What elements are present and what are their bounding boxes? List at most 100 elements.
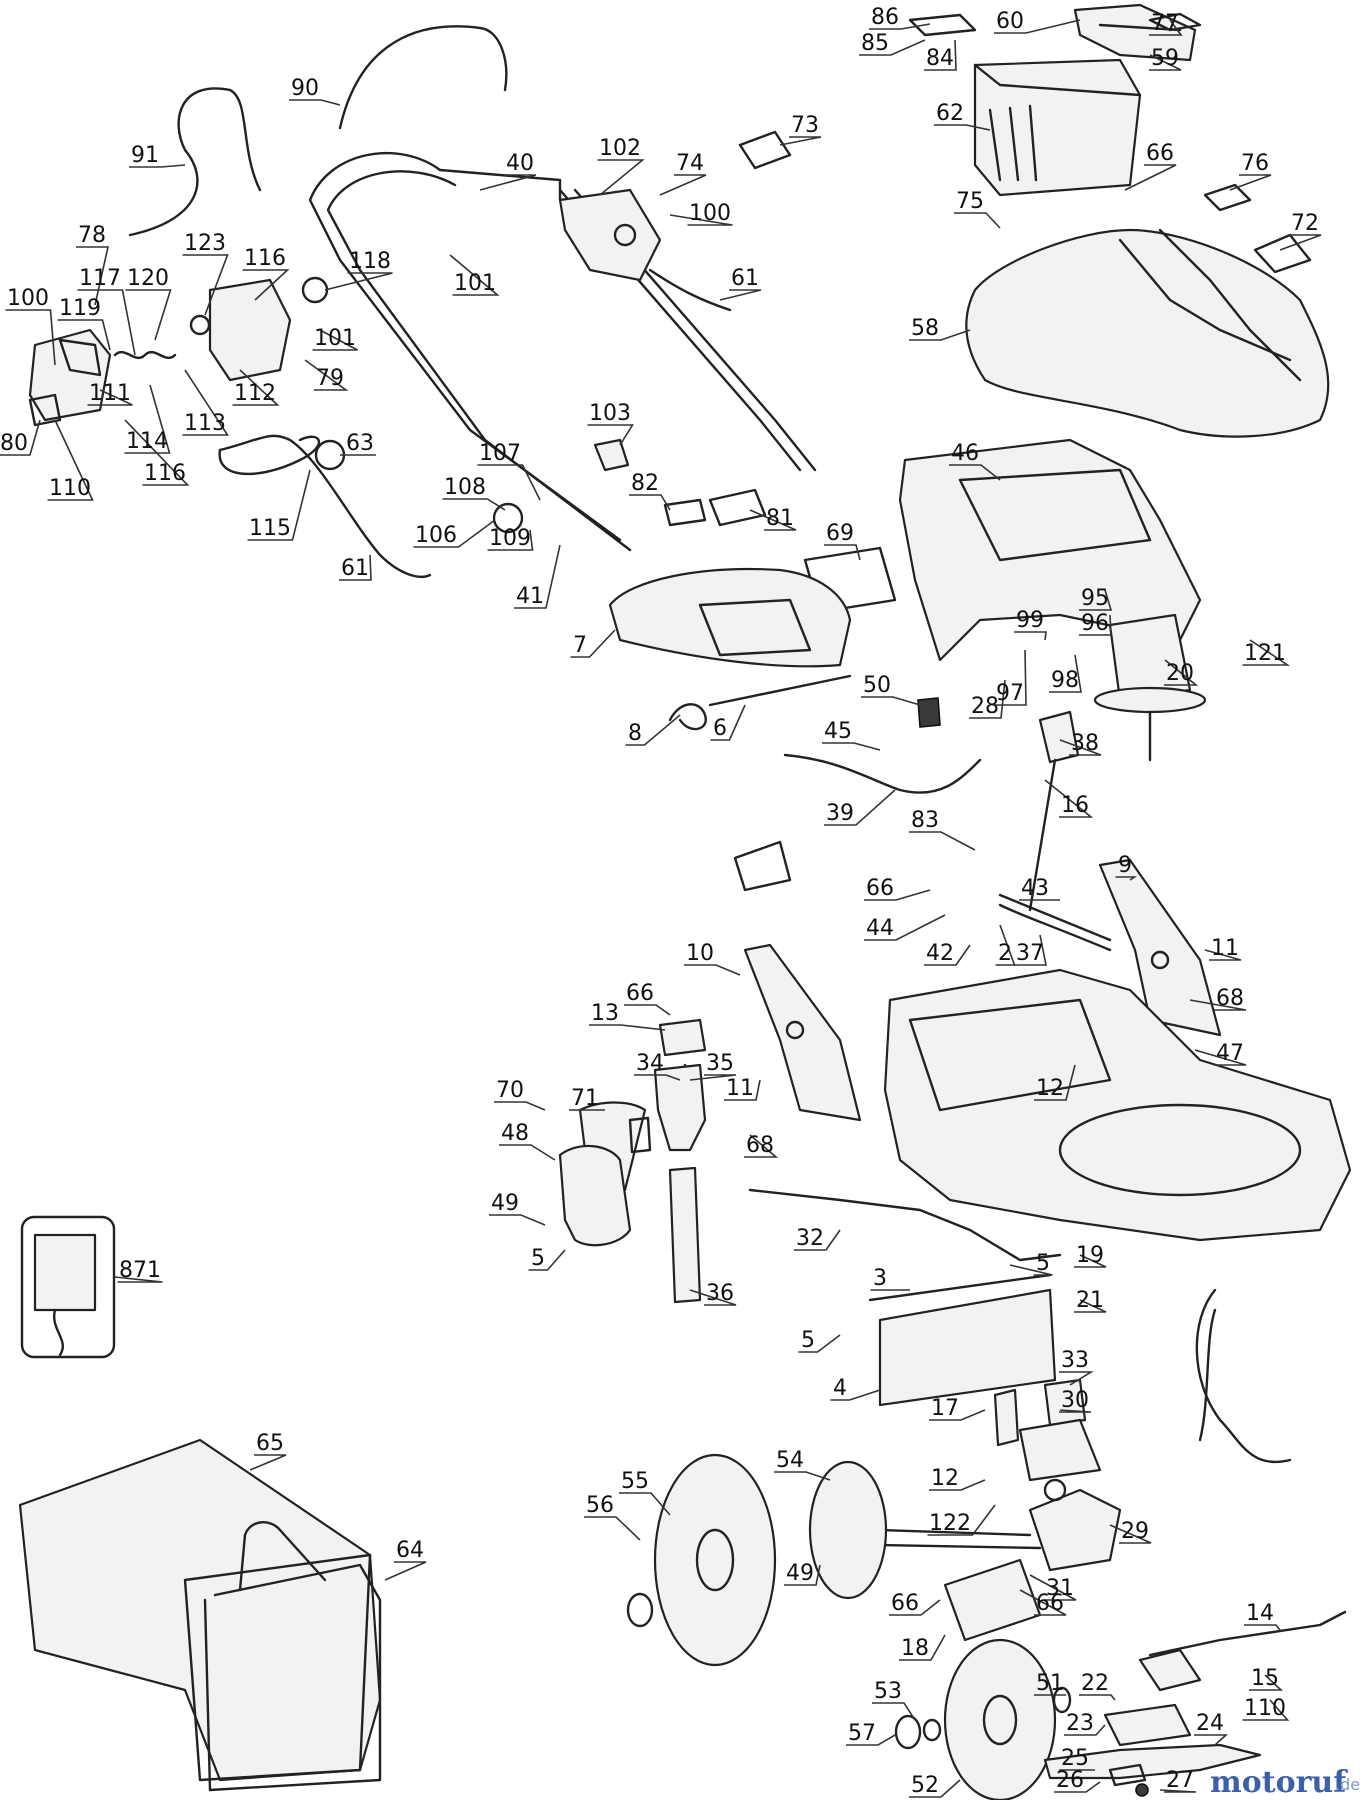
callout-label: 56 [586,1493,614,1518]
callout-label: 74 [676,151,704,176]
battery-ribs [988,104,1038,182]
charger-871 [33,1233,97,1312]
callout-leader [719,289,762,301]
callout-leader [1279,234,1322,251]
callout-label: 41 [516,584,544,609]
callout-leader [861,696,921,706]
battery-top [973,63,1142,97]
callout-label: 5 [1036,1251,1050,1276]
bolt-118 [301,276,329,304]
callout-label: 23 [1066,1711,1094,1736]
callout-label: 118 [349,249,391,274]
callout-leader [909,831,976,851]
callout-label: 65 [256,1431,284,1456]
callout-label: 61 [341,556,369,581]
bushing-63 [314,439,346,471]
flap-4 [878,1288,1057,1407]
callout-label: 11 [1211,936,1239,961]
spring-119 [113,350,177,360]
callout-leader [899,1634,946,1661]
callout-leader [629,494,671,511]
callout-leader [1019,1589,1067,1616]
callout-leader [1079,614,1112,636]
callout-label: 99 [1016,608,1044,633]
callout-label: 18 [901,1636,929,1661]
callout-label: 100 [7,286,49,311]
callout-leader [909,1779,961,1798]
callout-leader [242,269,290,301]
callout-label: 91 [131,143,159,168]
callout-label: 95 [1081,586,1109,611]
callout-leader [710,704,746,741]
top-cover-housing [965,228,1330,438]
nut-26 [1135,1783,1149,1797]
switch-box [558,188,662,282]
callout-label: 24 [1196,1711,1224,1736]
callout-leader [1014,631,1047,641]
callout-label: 35 [706,1051,734,1076]
callout-label: 110 [49,476,91,501]
wire-harness-loop [218,435,321,476]
callout-label: 10 [686,941,714,966]
callout-label: 6 [713,716,727,741]
upper-handle-bar [338,25,508,130]
callout-leader [129,164,186,168]
callout-label: 34 [636,1051,664,1076]
callout-label: 5 [801,1328,815,1353]
callout-label: 9 [1118,853,1132,878]
callout-leader [1029,1574,1077,1601]
callout-label: 44 [866,916,894,941]
motor-flange [1093,686,1207,714]
callout-leader [1109,1524,1152,1544]
wheel-cap-56 [626,1592,654,1628]
washer-25 [1108,1763,1147,1787]
carry-handle-top [1073,3,1197,62]
callout-leader [76,246,109,306]
rear-flap-cover [608,567,852,668]
switch-housing-left [28,328,112,422]
callout-leader [794,1229,841,1251]
callout-leader [1115,876,1138,881]
callout-leader [1194,1049,1247,1066]
callout-label: 33 [1061,1348,1089,1373]
cover-ridge-2 [1158,228,1302,382]
clip-103 [593,438,630,472]
callout-leader [934,124,991,131]
grass-bag-handle [238,1521,327,1592]
callout-label: 90 [291,76,319,101]
gearbox-29 [1028,1488,1122,1572]
lever-13 [658,1018,707,1057]
callout-leader [1009,1264,1053,1276]
callout-leader [1229,174,1272,191]
callout-label: 42 [926,941,954,966]
callout-label: 75 [956,189,984,214]
blade-24 [1043,1743,1262,1780]
callout-leader [1074,1254,1107,1268]
callout-leader [1242,1699,1290,1721]
spring-8 [668,703,707,731]
callout-leader [659,174,707,196]
callout-leader [924,39,957,71]
callout-label: 68 [1216,986,1244,1011]
motor-deck-inner [958,468,1152,562]
callout-leader [384,1561,427,1581]
bracket-17 [993,1388,1020,1447]
label-86-85 [908,13,977,37]
callout-label: 106 [415,523,457,548]
callout-label: 5 [531,1246,545,1271]
callout-label: 40 [506,151,534,176]
callout-leader [724,1079,761,1101]
callout-leader [864,914,946,941]
callout-leader [634,1074,681,1081]
callout-leader [779,136,822,146]
callout-leader [1079,589,1113,611]
main-handle-tube [308,151,622,542]
callout-label: 28 [971,694,999,719]
callout-label: 36 [706,1281,734,1306]
callout-label: 21 [1076,1288,1104,1313]
callout-label: 97 [996,681,1024,706]
callout-leader [749,509,797,531]
main-deck [883,968,1352,1242]
callout-label: 100 [689,201,731,226]
